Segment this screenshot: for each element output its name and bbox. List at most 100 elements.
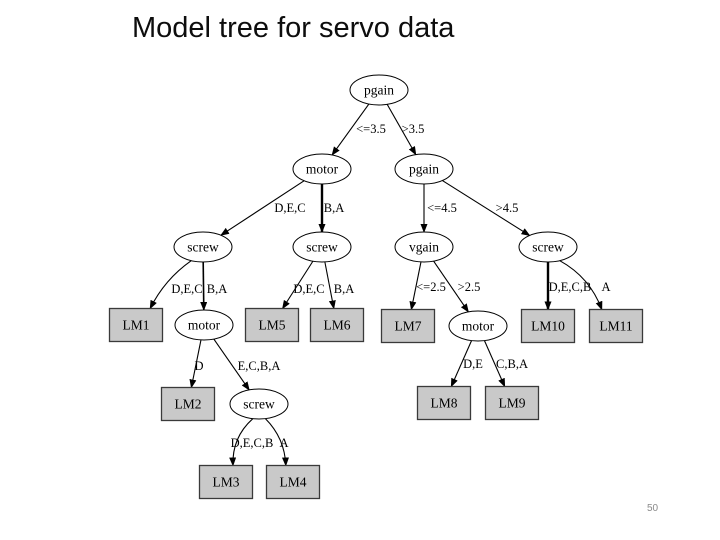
node-screw3: screw xyxy=(518,231,578,263)
node-lm6: LM6 xyxy=(309,307,365,343)
leaf-node-shape xyxy=(265,464,321,500)
edge-vgain1-lm7 xyxy=(409,261,422,311)
edge-pgain1-pgain2 xyxy=(386,104,417,156)
edge-pgain1-motor1 xyxy=(331,103,370,156)
edge-label-vgain1-motor3: >2.5 xyxy=(458,280,481,294)
node-screw2: screw xyxy=(292,231,352,263)
edge-label-pgain1-motor1: <=3.5 xyxy=(356,122,386,136)
node-label: vgain xyxy=(409,240,439,255)
edge-label-vgain1-lm7: <=2.5 xyxy=(416,280,446,294)
node-label: pgain xyxy=(409,162,439,177)
node-label: LM8 xyxy=(431,396,458,411)
node-label: screw xyxy=(532,240,564,255)
node-screw4: screw xyxy=(229,388,289,420)
leaf-node-shape xyxy=(380,308,436,344)
edge-screw4-lm4 xyxy=(264,418,289,467)
node-lm3: LM3 xyxy=(198,464,254,500)
node-motor1: motor xyxy=(292,153,352,185)
decision-node-shape xyxy=(292,231,352,263)
edge-motor2-lm2 xyxy=(189,339,202,389)
edge-label-screw4-lm3: D,E,C,B xyxy=(231,436,274,450)
edge-label-screw4-lm4: A xyxy=(279,436,288,450)
node-motor3: motor xyxy=(448,310,508,342)
node-label: motor xyxy=(462,319,495,334)
edge-label-screw3-lm11: A xyxy=(601,280,610,294)
node-lm5: LM5 xyxy=(244,307,300,343)
leaf-node-shape xyxy=(520,308,576,344)
decision-node-shape xyxy=(349,74,409,106)
edge-screw1-motor2 xyxy=(200,261,208,311)
decision-node-shape xyxy=(394,231,454,263)
node-label: motor xyxy=(306,162,339,177)
node-lm4: LM4 xyxy=(265,464,321,500)
leaf-node-shape xyxy=(484,385,540,421)
edge-label-motor3-lm8: D,E xyxy=(463,357,483,371)
node-lm11: LM11 xyxy=(588,308,644,344)
edge-label-screw3-lm10: D,E,C,B xyxy=(549,280,592,294)
leaf-node-shape xyxy=(416,385,472,421)
node-label: LM3 xyxy=(213,475,240,490)
node-label: screw xyxy=(187,240,219,255)
leaf-node-shape xyxy=(588,308,644,344)
node-label: LM9 xyxy=(499,396,526,411)
leaf-node-shape xyxy=(160,386,216,422)
node-lm1: LM1 xyxy=(108,307,164,343)
edge-label-screw2-lm6: B,A xyxy=(334,282,355,296)
node-label: LM2 xyxy=(175,397,202,412)
node-lm8: LM8 xyxy=(416,385,472,421)
node-label: pgain xyxy=(364,83,394,98)
edge-screw2-lm6 xyxy=(324,261,336,310)
edge-motor3-lm8 xyxy=(450,340,473,388)
leaf-node-shape xyxy=(108,307,164,343)
edge-label-pgain2-screw3: >4.5 xyxy=(496,201,519,215)
node-pgain1: pgain xyxy=(349,74,409,106)
node-label: screw xyxy=(306,240,338,255)
page-number: 50 xyxy=(647,503,659,514)
edges-layer xyxy=(149,103,603,467)
edge-label-pgain2-vgain1: <=4.5 xyxy=(427,201,457,215)
decision-node-shape xyxy=(174,309,234,341)
edge-label-motor2-screw4: E,C,B,A xyxy=(238,359,281,373)
node-label: LM10 xyxy=(531,319,565,334)
edge-motor3-lm9 xyxy=(483,340,506,388)
edge-pgain2-screw3 xyxy=(442,180,531,236)
node-label: motor xyxy=(188,318,221,333)
edge-label-motor1-screw1: D,E,C xyxy=(274,201,305,215)
edge-screw2-lm5 xyxy=(282,260,314,310)
decision-node-shape xyxy=(448,310,508,342)
node-label: LM6 xyxy=(324,318,351,333)
edge-screw1-lm1 xyxy=(149,260,192,310)
edge-screw4-lm3 xyxy=(229,418,254,467)
node-label: LM5 xyxy=(259,318,286,333)
leaf-node-shape xyxy=(309,307,365,343)
node-label: LM4 xyxy=(280,475,307,490)
edge-vgain1-motor3 xyxy=(433,260,469,313)
decision-node-shape xyxy=(518,231,578,263)
node-label: LM7 xyxy=(395,319,422,334)
leaf-node-shape xyxy=(244,307,300,343)
edge-label-motor1-screw2: B,A xyxy=(324,201,345,215)
node-lm10: LM10 xyxy=(520,308,576,344)
node-label: screw xyxy=(243,397,275,412)
slide-title: Model tree for servo data xyxy=(132,12,455,44)
node-lm2: LM2 xyxy=(160,386,216,422)
edge-motor2-screw4 xyxy=(213,338,250,391)
node-vgain1: vgain xyxy=(394,231,454,263)
node-screw1: screw xyxy=(173,231,233,263)
node-label: LM11 xyxy=(599,319,632,334)
node-pgain2: pgain xyxy=(394,153,454,185)
edge-screw3-lm11 xyxy=(559,260,603,311)
node-motor2: motor xyxy=(174,309,234,341)
decision-node-shape xyxy=(229,388,289,420)
decision-node-shape xyxy=(173,231,233,263)
edge-motor1-screw1 xyxy=(220,180,305,236)
node-lm7: LM7 xyxy=(380,308,436,344)
edge-label-screw1-motor2: B,A xyxy=(207,282,228,296)
edge-label-screw2-lm5: D,E,C xyxy=(293,282,324,296)
edge-label-motor3-lm9: C,B,A xyxy=(496,357,528,371)
decision-node-shape xyxy=(292,153,352,185)
